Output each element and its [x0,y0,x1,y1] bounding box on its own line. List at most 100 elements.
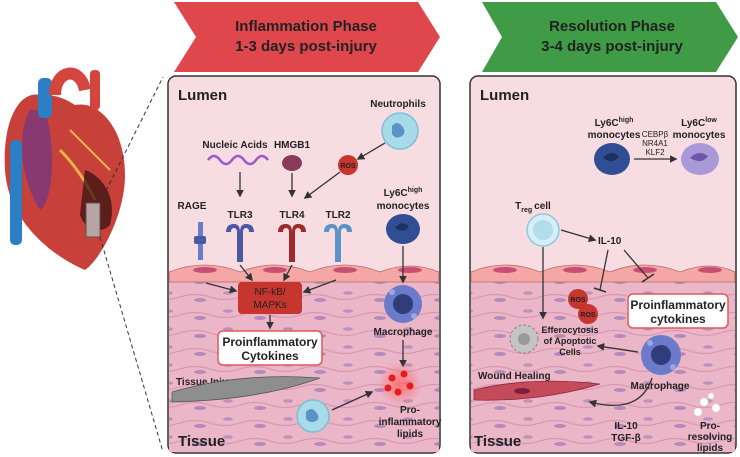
mono-low-cell [681,143,719,175]
inflammation-title: Inflammation Phase [235,18,377,35]
tlr2-receptor [324,224,352,262]
right-macrophage-label: Macrophage [631,381,690,392]
heart-illustration [4,67,125,271]
efferocytosis-line2: of Apoptotic [544,336,597,346]
inflammation-subtitle: 1-3 days post-injury [235,38,377,55]
inhibit-il10-cytokines [623,249,649,279]
left-panel-nfkb-line2-text: MAPKs [253,300,286,311]
zoom-line-top [99,76,164,204]
left-cytokines-box: Proinflammatory Cytokines [217,330,323,366]
proresolving-line3: lipids [697,443,724,454]
wound-healing-label: Wound Healing [478,371,551,382]
inhibit-il10-ros-bar [593,287,607,293]
left-panel-ly6c-monocytes-text: Ly6C [384,188,408,199]
resolution-title: Resolution Phase [549,18,675,35]
proinflam-lipids-line1: Pro- [400,405,420,416]
right-panel-treg-sub-text: reg [521,207,532,214]
left-monocytes-label: monocytes [377,201,430,212]
tf-klf2: KLF2 [645,148,665,157]
arrow-tlr2-nfkb [302,279,337,294]
arrow-ros-tlr4 [303,171,341,199]
healing-cell [473,380,601,401]
treg-cell [526,213,560,247]
right-panel-mono-low-text: Ly6C [681,118,705,129]
left-macrophage-cell [384,285,422,323]
right-macrophage-cell [641,335,681,375]
nfkb-box: NF-kB/ MAPKs [238,282,302,314]
arrow-neutrophil-lipids [331,391,374,411]
neutrophils-label: Neutrophils [370,99,426,110]
mono-high-cell [594,143,630,175]
tf-cebpb: CEBPβ [642,130,669,139]
inflammation-phase-banner: Inflammation Phase 1-3 days post-injury [174,2,440,72]
right-panel-treg-text: T [515,201,521,212]
arrow-treg-il10 [560,229,597,242]
right-panel-ros-text: ROS [580,312,596,319]
left-panel-ly6c-sup-text: high [408,187,423,194]
zoom-line-bottom [99,236,164,453]
right-panel-ros-text: ROS [570,297,586,304]
proinflam-lipids-line3: lipids [397,429,424,440]
left-ly6c-label: Ly6Chigh [384,187,423,199]
mono-low-label: Ly6Clow [681,117,717,129]
resolution-subtitle: 3-4 days post-injury [541,38,683,55]
proinflammatory-lipids [378,362,422,406]
arrow-tlr3-nfkb [239,264,253,282]
right-lumen-label: Lumen [480,87,529,104]
tlr3-receptor [226,224,254,262]
proresolving-line1: Pro- [700,421,720,432]
efferocytosis-line1: Efferocytosis [541,325,598,335]
arrow-neutrophil-ros [356,142,386,160]
apoptotic-cell [509,324,539,354]
neutrophil-cell [381,112,419,150]
arrow-macrophage-efferocytosis [596,343,639,353]
proresolving-line2: resolving [688,432,732,443]
il10-bottom-label: IL-10 [614,421,638,432]
tlr2-label: TLR2 [326,210,351,221]
right-tissue-label: Tissue [474,433,521,450]
left-panel-nfkb-line1-text: NF-kB/ [254,287,285,298]
inhibit-il10-cytokines-bar [641,273,655,283]
mono-high-word: monocytes [588,130,641,141]
proinflam-lipids-line2: inflammatory [379,417,442,428]
left-macrophage-label: Macrophage [374,327,433,338]
left-tissue-label: Tissue [178,433,225,450]
il10-label: IL-10 [598,236,622,247]
injured-cell [171,376,321,403]
right-cytokines-box: Proinflammatory cytokines [627,293,729,329]
efferocytosis-line3: Cells [559,347,581,357]
rage-receptor [194,222,206,260]
ros-right-2: ROS [578,304,598,324]
inhibit-il10-ros [599,249,609,291]
mono-low-word: monocytes [673,130,726,141]
left-panel-cytokines-line1-text: Proinflammatory [222,335,318,349]
mono-high-label: Ly6Chigh [595,117,634,129]
right-panel-mono-high-text: Ly6C [595,118,619,129]
left-lumen-label: Lumen [178,87,227,104]
arrow-rage-nfkb [205,282,238,294]
ros-left: ROS [338,155,358,175]
proresolving-lipids [693,392,721,417]
tlr4-receptor [278,224,306,262]
nucleic-acid-wave [207,154,269,166]
right-panel-cytokines-line2-text: cytokines [650,312,706,326]
left-panel-ros-text: ROS [340,163,356,170]
right-panel-mono-low-sup-text: low [705,117,717,124]
tlr3-label: TLR3 [228,210,253,221]
left-monocyte-cell [386,214,420,244]
tf-nr4a1: NR4A1 [642,139,668,148]
hmgb1-molecule [282,155,302,171]
right-panel-treg-word-text: cell [534,201,551,212]
arrow-macrophage-wound [588,377,653,408]
arrow-tlr4-nfkb [283,264,293,282]
left-panel-cytokines-line2-text: Cytokines [241,349,299,363]
tlr4-label: TLR4 [280,210,305,221]
ros-right-1: ROS [568,289,588,309]
hmgb1-label: HMGB1 [274,140,311,151]
right-panel-mono-high-sup-text: high [619,117,634,124]
resolution-phase-banner: Resolution Phase 3-4 days post-injury [482,2,738,72]
tgfb-label: TGF-β [611,433,640,444]
tissue-injury-label: Tissue Injury [176,377,238,388]
